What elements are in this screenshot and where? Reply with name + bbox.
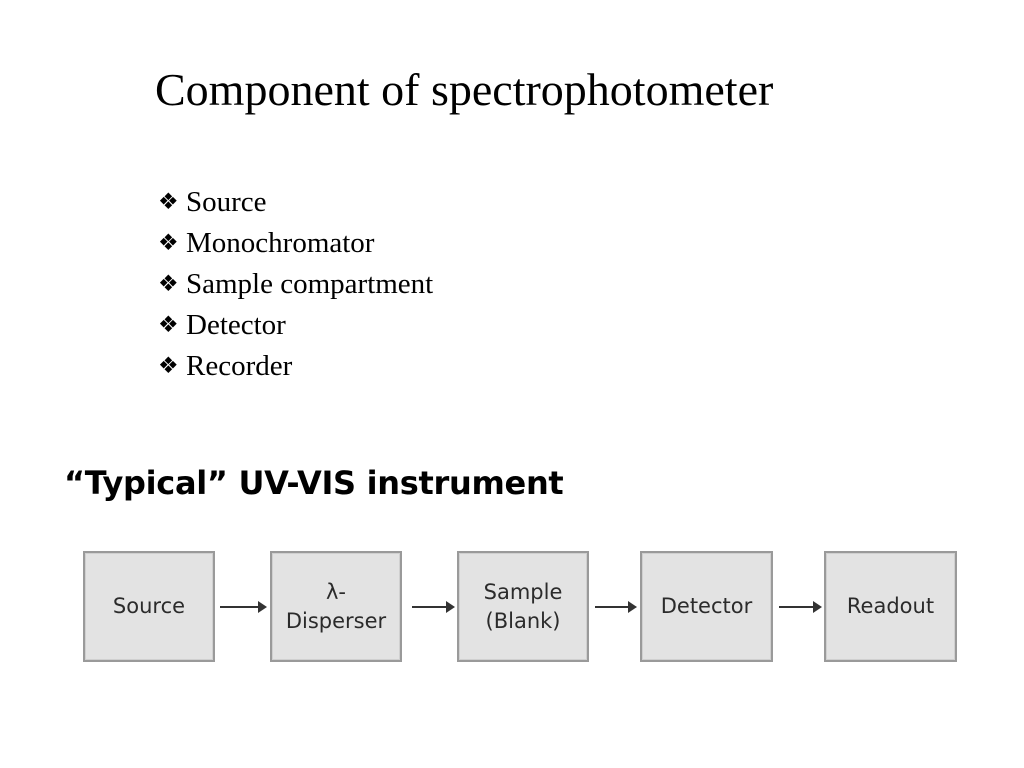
flow-box-sample: Sample (Blank) <box>457 551 589 662</box>
flow-arrow <box>779 601 822 613</box>
arrowhead-icon <box>628 601 637 613</box>
list-item: ❖ Sample compartment <box>158 265 433 306</box>
arrowhead-icon <box>813 601 822 613</box>
flow-box-detector: Detector <box>640 551 773 662</box>
flow-arrow <box>220 601 267 613</box>
flow-box-disperser: λ- Disperser <box>270 551 402 662</box>
diagram-title: “Typical” UV-VIS instrument <box>64 464 564 502</box>
diamond-bullet-icon: ❖ <box>158 189 179 214</box>
flow-box-readout: Readout <box>824 551 957 662</box>
list-item-label: Monochromator <box>186 227 375 259</box>
list-item-label: Detector <box>186 309 286 341</box>
flow-arrow <box>412 601 455 613</box>
arrowhead-icon <box>446 601 455 613</box>
diamond-bullet-icon: ❖ <box>158 353 179 378</box>
list-item-label: Recorder <box>186 350 293 382</box>
slide-title: Component of spectrophotometer <box>155 64 774 115</box>
list-item-label: Sample compartment <box>186 268 434 300</box>
list-item: ❖ Detector <box>158 306 433 347</box>
diamond-bullet-icon: ❖ <box>158 230 179 255</box>
diamond-bullet-icon: ❖ <box>158 312 179 337</box>
component-list: ❖ Source ❖ Monochromator ❖ Sample compartme… <box>158 183 433 388</box>
list-item: ❖ Source <box>158 183 433 224</box>
flow-arrow <box>595 601 637 613</box>
diamond-bullet-icon: ❖ <box>158 271 179 296</box>
list-item-label: Source <box>186 186 267 218</box>
arrowhead-icon <box>258 601 267 613</box>
flow-box-source: Source <box>83 551 215 662</box>
list-item: ❖ Recorder <box>158 347 433 388</box>
list-item: ❖ Monochromator <box>158 224 433 265</box>
